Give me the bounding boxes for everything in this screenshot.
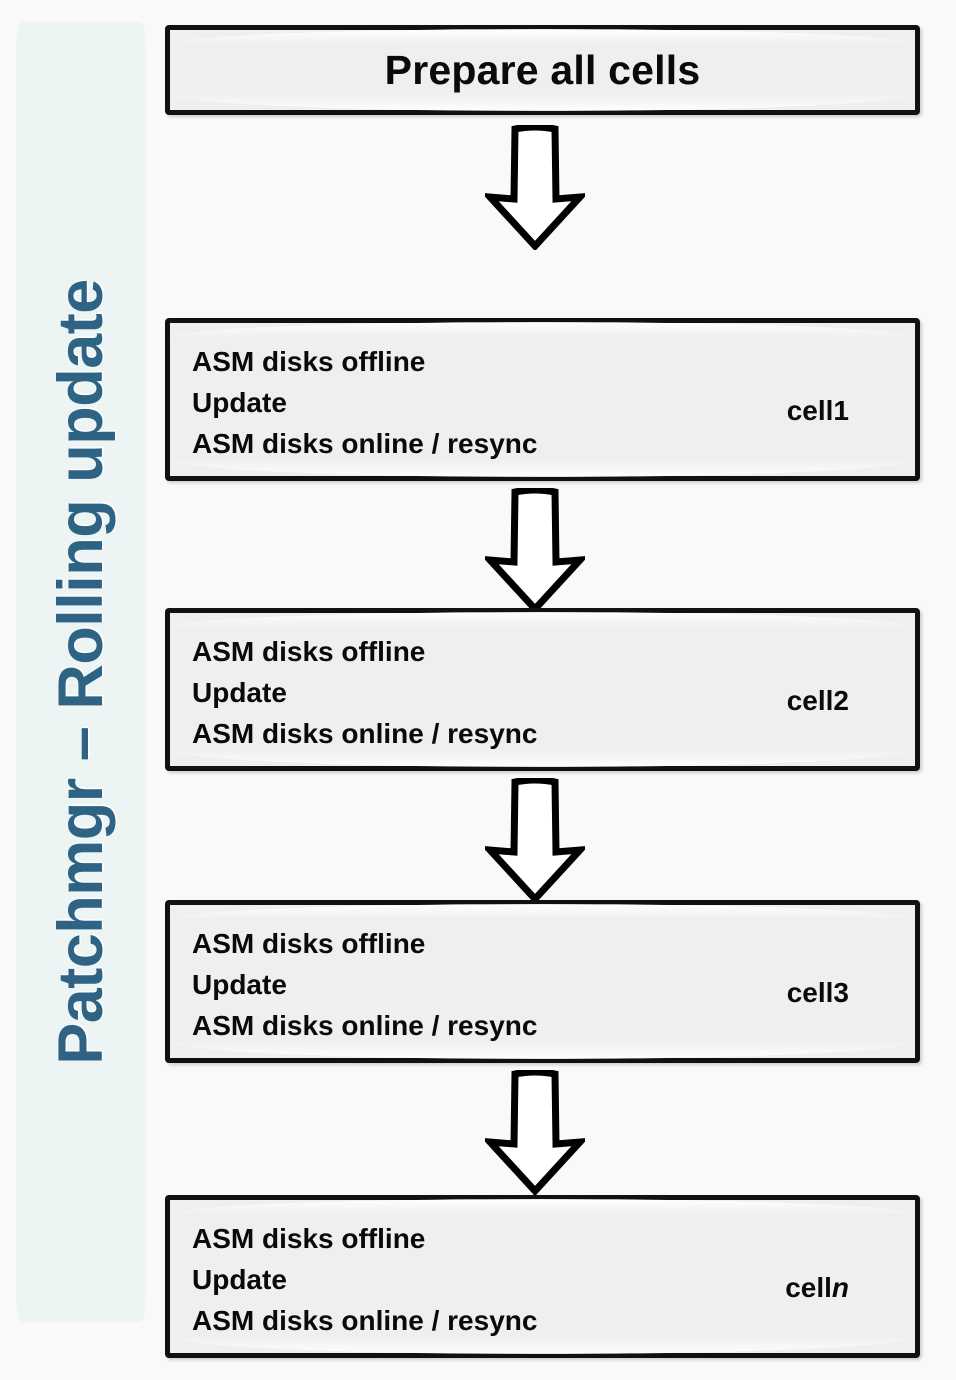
step-update: Update: [192, 677, 287, 708]
down-block-arrow-icon: [485, 1070, 585, 1195]
flow-diagram: Prepare all cells ASM disks offline Upda…: [165, 0, 925, 1380]
node-cell-1-tag: cell1: [787, 395, 849, 427]
step-asm-disks-online-resync: ASM disks online / resync: [192, 1010, 538, 1041]
step-asm-disks-offline: ASM disks offline: [192, 928, 426, 959]
step-asm-disks-online-resync: ASM disks online / resync: [192, 718, 538, 749]
node-prepare-all-cells[interactable]: Prepare all cells: [165, 25, 920, 115]
sidebar-band: [16, 22, 146, 1322]
down-block-arrow-icon: [485, 778, 585, 903]
node-cell-3-tag: cell3: [787, 977, 849, 1009]
page-title: Patchmgr – Rolling update: [46, 279, 116, 1065]
node-cell-1-steps: ASM disks offline Update ASM disks onlin…: [192, 341, 537, 464]
node-cell-n-tag: celln: [785, 1272, 849, 1304]
node-cell-2-tag: cell2: [787, 685, 849, 717]
node-cell-2-steps: ASM disks offline Update ASM disks onlin…: [192, 631, 537, 754]
step-asm-disks-online-resync: ASM disks online / resync: [192, 1305, 538, 1336]
node-cell-3-tag-prefix: cell: [786, 977, 834, 1008]
node-cell-n[interactable]: ASM disks offline Update ASM disks onlin…: [165, 1195, 920, 1358]
node-cell-2-tag-prefix: cell: [786, 685, 834, 716]
node-cell-2-tag-suffix: 2: [833, 685, 849, 716]
step-update: Update: [192, 1264, 287, 1295]
step-asm-disks-offline: ASM disks offline: [192, 346, 426, 377]
step-asm-disks-offline: ASM disks offline: [192, 636, 426, 667]
down-block-arrow-icon: [485, 488, 585, 613]
step-asm-disks-online-resync: ASM disks online / resync: [192, 428, 538, 459]
node-cell-3[interactable]: ASM disks offline Update ASM disks onlin…: [165, 900, 920, 1063]
sidebar-title-container: Patchmgr – Rolling update: [16, 22, 146, 1322]
down-block-arrow-icon: [485, 125, 585, 250]
node-cell-2[interactable]: ASM disks offline Update ASM disks onlin…: [165, 608, 920, 771]
node-cell-3-steps: ASM disks offline Update ASM disks onlin…: [192, 923, 537, 1046]
node-cell-1-tag-prefix: cell: [786, 395, 834, 426]
node-cell-n-tag-prefix: cell: [785, 1272, 832, 1303]
step-update: Update: [192, 969, 287, 1000]
node-prepare-label: Prepare all cells: [384, 46, 701, 93]
step-asm-disks-offline: ASM disks offline: [192, 1223, 426, 1254]
step-update: Update: [192, 387, 287, 418]
node-cell-1[interactable]: ASM disks offline Update ASM disks onlin…: [165, 318, 920, 481]
node-cell-n-steps: ASM disks offline Update ASM disks onlin…: [192, 1218, 537, 1341]
node-cell-1-tag-suffix: 1: [833, 395, 849, 426]
node-cell-n-tag-suffix: n: [831, 1272, 849, 1303]
node-cell-3-tag-suffix: 3: [833, 977, 849, 1008]
